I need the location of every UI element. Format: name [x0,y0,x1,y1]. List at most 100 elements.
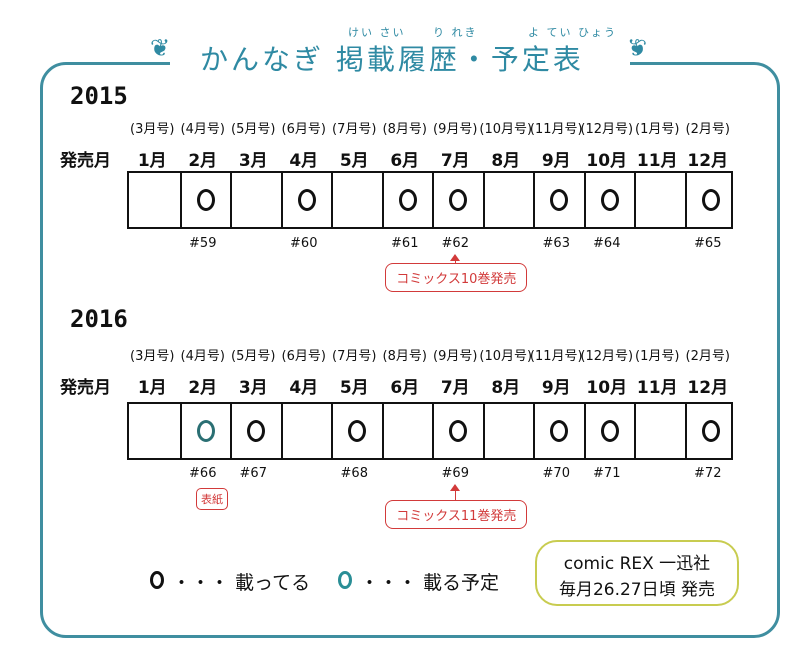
published-circle-icon [247,420,266,442]
chapter-number: #62 [441,236,469,251]
month-label: 9月 [541,151,571,171]
issue-label: (12月号) [580,349,634,364]
chapter-number: #69 [441,466,469,481]
published-circle-icon [550,189,569,211]
month-cell [179,173,231,227]
month-label: 11月 [636,151,678,171]
legend-published-label: ・・・ 載ってる [172,572,311,594]
month-label: 10月 [586,378,628,398]
published-circle-icon [196,189,215,211]
month-label: 7月 [440,378,470,398]
month-cell [129,404,180,458]
publisher-release-day: 毎月26.27日頃 発売 [558,580,716,600]
callout-arrowhead-icon [450,254,461,261]
published-circle-icon [701,420,720,442]
month-label: 5月 [339,378,369,398]
month-cell [331,173,382,227]
chapter-number: #66 [189,466,217,481]
month-label: 12月 [687,378,729,398]
month-label: 4月 [289,378,319,398]
year-heading: 2015 [70,82,128,110]
chapter-number: #60 [290,236,318,251]
chapter-number: #68 [340,466,368,481]
published-circle-icon [348,420,367,442]
month-cell [381,173,433,227]
month-label: 6月 [390,151,420,171]
chapter-number: #59 [189,236,217,251]
issue-label: (4月号) [180,122,225,137]
issue-label: (5月号) [231,122,276,137]
page-title: かんなぎ 掲載履歴・予定表 [200,43,584,76]
month-label: 3月 [238,378,268,398]
release-month-label: 発売月 [60,378,111,398]
year-heading: 2016 [70,305,128,333]
chapter-number: #71 [593,466,621,481]
month-cell [432,173,483,227]
release-strip [127,171,733,229]
ruby-keisai: けい さい [348,26,406,39]
callout-arrow [455,490,457,500]
issue-label: (1月号) [635,122,680,137]
month-cell [482,404,534,458]
month-cell [482,173,534,227]
month-label: 3月 [238,151,268,171]
left-leaf-icon: ❦ [150,34,171,62]
issue-label: (12月号) [580,122,634,137]
chapter-number: #70 [542,466,570,481]
cover-note: 表紙 [196,488,228,510]
published-circle-icon [398,189,417,211]
issue-label: (11月号) [529,349,583,364]
issue-label: (11月号) [529,122,583,137]
month-cell [684,404,736,458]
issue-label: (6月号) [281,349,326,364]
month-label: 10月 [586,151,628,171]
issue-label: (4月号) [180,349,225,364]
issue-label: (8月号) [382,122,427,137]
month-label: 1月 [137,151,167,171]
month-cell [381,404,433,458]
published-circle-icon [449,189,468,211]
release-month-label: 発売月 [60,151,111,171]
issue-label: (5月号) [231,349,276,364]
legend-planned-icon [338,571,352,589]
month-cell [129,173,180,227]
callout-arrow [455,260,457,263]
month-label: 11月 [636,378,678,398]
publisher-name: comic REX 一迅社 [563,554,711,574]
issue-label: (8月号) [382,349,427,364]
legend-published-icon [150,571,164,589]
issue-label: (6月号) [281,122,326,137]
chapter-number: #67 [239,466,267,481]
issue-label: (3月号) [130,122,175,137]
month-cell [634,404,685,458]
published-circle-icon [550,420,569,442]
publisher-box: comic REX 一迅社 毎月26.27日頃 発売 [535,540,739,606]
month-cell [230,173,281,227]
issue-label: (1月号) [635,349,680,364]
month-cell [331,404,382,458]
chapter-number: #63 [542,236,570,251]
month-cell [533,404,584,458]
issue-label: (7月号) [332,122,377,137]
month-cell [684,173,736,227]
month-cell [432,404,483,458]
issue-label: (10月号) [479,122,533,137]
planned-circle-icon [196,420,215,442]
month-cell [634,173,685,227]
title-backdrop [170,22,630,82]
month-cell [583,173,635,227]
issue-label: (10月号) [479,349,533,364]
issue-label: (2月号) [685,349,730,364]
month-cell [280,173,332,227]
month-cell [179,404,231,458]
month-label: 12月 [687,151,729,171]
callout-arrowhead-icon [450,484,461,491]
month-label: 2月 [188,151,218,171]
right-leaf-icon: ❦ [627,34,648,62]
release-strip [127,402,733,460]
published-circle-icon [701,189,720,211]
published-circle-icon [600,420,619,442]
chapter-number: #72 [694,466,722,481]
legend-planned-label: ・・・ 載る予定 [360,572,500,594]
volume-release-callout: コミックス10巻発売 [385,263,528,292]
